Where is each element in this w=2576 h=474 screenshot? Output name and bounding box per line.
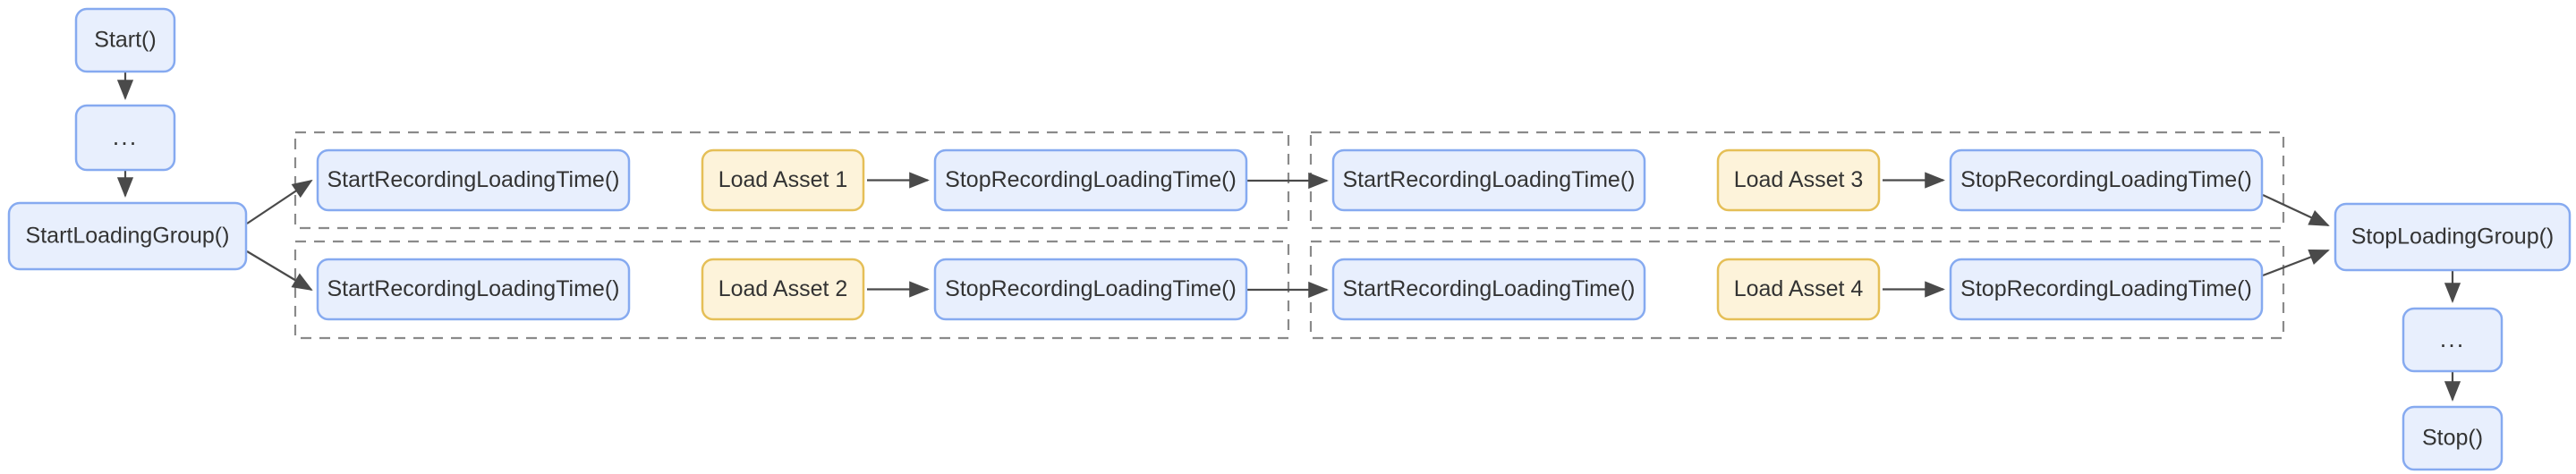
- node-row-1-step-1-label: StartRecordingLoadingTime(): [327, 167, 619, 192]
- node-stop-loading-group-shape: [2334, 202, 2572, 272]
- node-start-loading-group-label: StartLoadingGroup(): [26, 224, 230, 249]
- node-row-1-step-5[interactable]: Load Asset 3: [1716, 148, 1881, 212]
- node-row-2-step-3-shape: [933, 258, 1248, 321]
- node-row-2-step-5[interactable]: Load Asset 4: [1716, 258, 1881, 321]
- node-row-2-step-6-label: StopRecordingLoadingTime(): [1960, 276, 2252, 301]
- node-row-1-step-1-shape: [316, 148, 631, 212]
- node-stop-shape: [2402, 405, 2504, 471]
- node-row-1-step-2-label: Load Asset 1: [718, 167, 848, 192]
- node-stop-loading-group[interactable]: StopLoadingGroup(): [2334, 202, 2572, 272]
- node-row-2-step-1[interactable]: StartRecordingLoadingTime(): [316, 258, 631, 321]
- node-ellipsis-top-label: ...: [113, 123, 139, 150]
- node-row-1-step-1[interactable]: StartRecordingLoadingTime(): [316, 148, 631, 212]
- node-row-1-step-3[interactable]: StopRecordingLoadingTime(): [933, 148, 1248, 212]
- edges-group: [116, 72, 2461, 402]
- node-row-1-step-2-shape: [701, 148, 865, 212]
- node-ellipsis-bottom[interactable]: ...: [2402, 307, 2504, 373]
- node-start-loading-group-shape: [7, 201, 248, 271]
- node-row-2-step-3[interactable]: StopRecordingLoadingTime(): [933, 258, 1248, 321]
- edge-row2-to-stoploadinggroup: [2262, 249, 2330, 277]
- node-row-2-step-6-shape: [1949, 258, 2264, 321]
- edge-startloadinggroup-to-row1: [246, 179, 313, 224]
- node-row-1-step-4-shape: [1331, 148, 1646, 212]
- node-row-2-step-5-label: Load Asset 4: [1734, 276, 1864, 301]
- node-row-2-step-4[interactable]: StartRecordingLoadingTime(): [1331, 258, 1646, 321]
- row-nodes-group: StartRecordingLoadingTime() Load Asset 1 S…: [316, 148, 2264, 321]
- terminal-nodes-group: Start()... StartLoadingGroup() StopLoading…: [7, 7, 2572, 471]
- node-row-1-step-4[interactable]: StartRecordingLoadingTime(): [1331, 148, 1646, 212]
- node-row-1-step-5-label: Load Asset 3: [1734, 167, 1864, 192]
- node-start-loading-group[interactable]: StartLoadingGroup(): [7, 201, 248, 271]
- node-row-2-step-1-label: StartRecordingLoadingTime(): [327, 276, 619, 301]
- node-ellipsis-bottom-shape: [2402, 307, 2504, 373]
- node-start-label: Start(): [94, 28, 156, 53]
- node-ellipsis-top-shape: [74, 104, 176, 172]
- node-ellipsis-top[interactable]: ...: [74, 104, 176, 172]
- node-row-1-step-3-label: StopRecordingLoadingTime(): [945, 167, 1237, 192]
- node-row-1-step-6-label: StopRecordingLoadingTime(): [1960, 167, 2252, 192]
- node-row-2-step-6[interactable]: StopRecordingLoadingTime(): [1949, 258, 2264, 321]
- edge-startloadinggroup-to-row2: [246, 250, 313, 292]
- node-row-1-step-2[interactable]: Load Asset 1: [701, 148, 865, 212]
- node-row-1-step-3-shape: [933, 148, 1248, 212]
- node-row-2-step-1-shape: [316, 258, 631, 321]
- node-row-2-step-4-label: StartRecordingLoadingTime(): [1342, 276, 1635, 301]
- node-row-2-step-4-shape: [1331, 258, 1646, 321]
- node-stop-label: Stop(): [2422, 426, 2483, 451]
- node-row-1-step-4-label: StartRecordingLoadingTime(): [1342, 167, 1635, 192]
- node-row-1-step-6[interactable]: StopRecordingLoadingTime(): [1949, 148, 2264, 212]
- node-stop[interactable]: Stop(): [2402, 405, 2504, 471]
- node-row-2-step-2-shape: [701, 258, 865, 321]
- node-row-2-step-2-label: Load Asset 2: [718, 276, 848, 301]
- node-stop-loading-group-label: StopLoadingGroup(): [2351, 224, 2555, 250]
- node-start-shape: [74, 7, 176, 73]
- node-row-1-step-5-shape: [1716, 148, 1881, 212]
- node-row-2-step-2[interactable]: Load Asset 2: [701, 258, 865, 321]
- edge-row1-to-stoploadinggroup: [2262, 194, 2330, 226]
- node-start[interactable]: Start(): [74, 7, 176, 73]
- node-row-2-step-5-shape: [1716, 258, 1881, 321]
- node-row-2-step-3-label: StopRecordingLoadingTime(): [945, 276, 1237, 301]
- node-ellipsis-bottom-label: ...: [2440, 326, 2466, 352]
- node-row-1-step-6-shape: [1949, 148, 2264, 212]
